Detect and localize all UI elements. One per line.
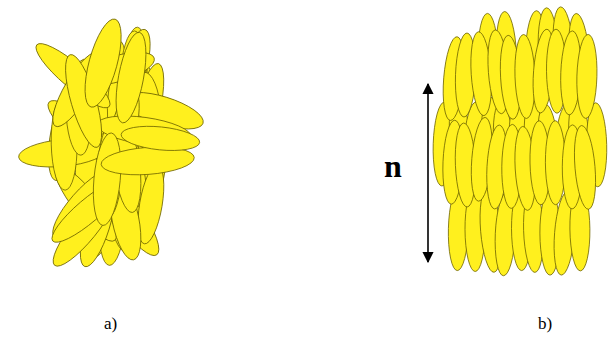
panel-label: a) (104, 314, 117, 334)
panel-label: b) (538, 314, 552, 334)
nematic-phase (432, 6, 608, 276)
molecule-ellipse (572, 125, 599, 210)
isotropic-phase (17, 15, 207, 273)
molecule-ellipse (120, 123, 201, 154)
molecule-ellipse (78, 15, 129, 110)
molecule-ellipse (576, 34, 598, 119)
director-arrow (427, 84, 429, 262)
director-symbol: n (384, 148, 402, 185)
